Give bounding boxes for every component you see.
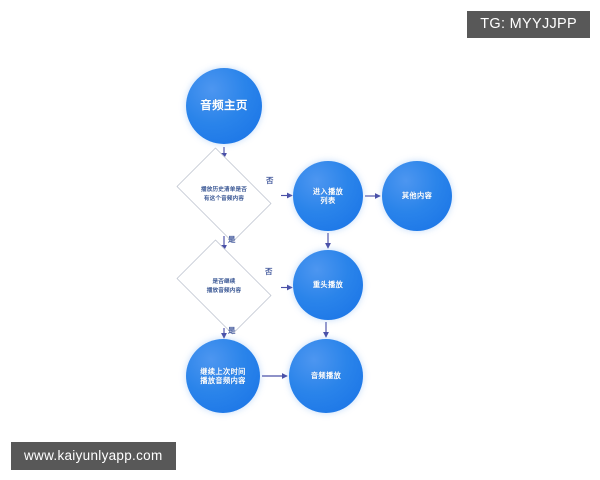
edge-label-history-yes: 是	[228, 235, 236, 244]
enter-playlist-line1: 进入播放	[312, 186, 344, 196]
node-audio-home[interactable]: 音频主页	[186, 68, 262, 144]
node-enter-playlist[interactable]: 进入播放 列表	[293, 161, 363, 231]
edge-label-history-no: 否	[266, 176, 274, 185]
node-continue-last-position[interactable]: 继续上次时间 播放音频内容	[186, 339, 260, 413]
node-audio-home-label: 音频主页	[200, 98, 248, 113]
node-audio-playback-label: 音频播放	[310, 371, 342, 381]
edge-label-continue-no: 否	[265, 267, 273, 276]
telegram-handle-badge: TG: MYYJJPP	[467, 11, 590, 38]
decision-continue-line1: 是否继续	[212, 279, 236, 286]
node-replay-from-start[interactable]: 重头播放	[293, 250, 363, 320]
node-enter-playlist-label: 进入播放 列表	[313, 187, 343, 206]
continue-last-line1: 继续上次时间	[200, 366, 246, 376]
node-other-content-label: 其他内容	[401, 191, 433, 201]
node-audio-playback[interactable]: 音频播放	[289, 339, 363, 413]
enter-playlist-line2: 列表	[320, 196, 336, 205]
node-decision-history[interactable]: 播放历史清单是否 有这个音频内容	[168, 147, 280, 243]
node-continue-last-label: 继续上次时间 播放音频内容	[200, 367, 246, 386]
site-watermark: www.kaiyunlyapp.com	[11, 442, 176, 470]
node-decision-continue-label: 是否继续 播放音频内容	[170, 278, 278, 295]
node-decision-continue[interactable]: 是否继续 播放音频内容	[168, 239, 280, 335]
decision-history-line2: 有这个音频内容	[203, 196, 245, 202]
node-other-content[interactable]: 其他内容	[382, 161, 452, 231]
decision-continue-line2: 播放音频内容	[206, 288, 242, 294]
edge-label-continue-yes: 是	[228, 326, 236, 335]
node-replay-from-start-label: 重头播放	[312, 280, 344, 290]
decision-history-line1: 播放历史清单是否	[201, 187, 247, 194]
node-decision-history-label: 播放历史清单是否 有这个音频内容	[170, 186, 278, 203]
continue-last-line2: 播放音频内容	[200, 376, 246, 385]
